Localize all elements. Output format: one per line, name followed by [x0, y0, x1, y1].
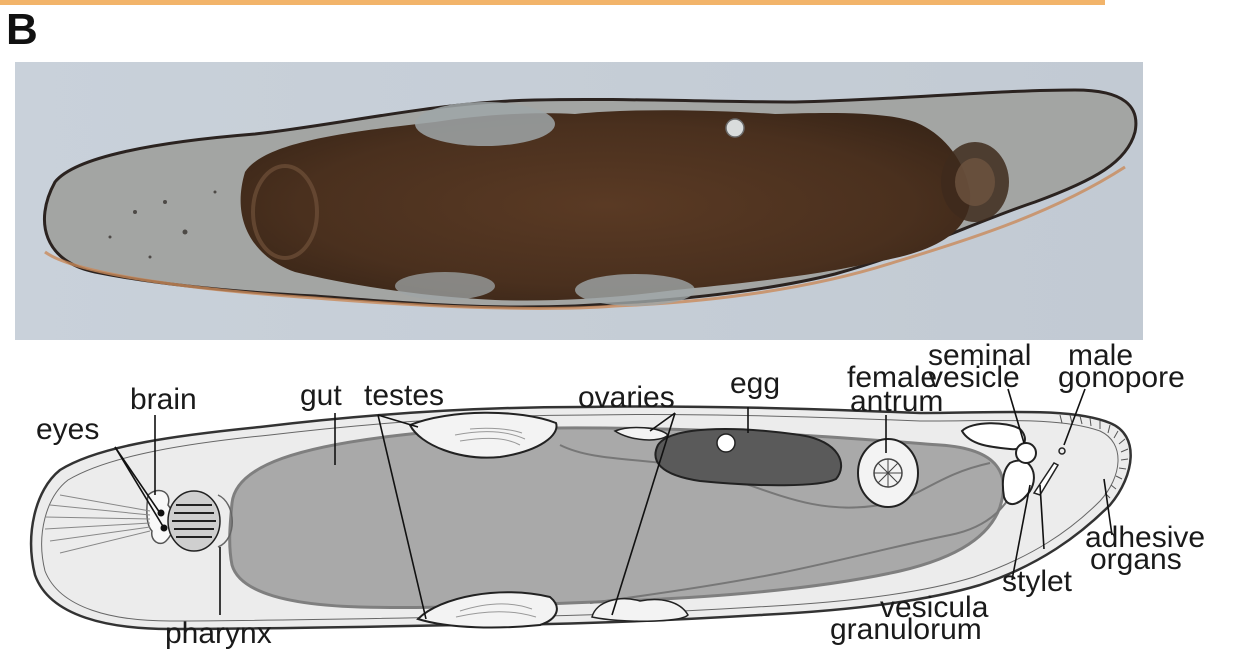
label-adhesive-organs-2: organs	[1090, 543, 1182, 576]
worm-micrograph	[15, 62, 1143, 340]
label-stylet: stylet	[1002, 565, 1073, 598]
micrograph-testis-upper	[415, 102, 555, 146]
label-vesicula-granulorum-2: granulorum	[830, 613, 982, 646]
label-pharynx: pharynx	[165, 617, 272, 650]
accent-rule	[0, 0, 1105, 5]
label-eyes: eyes	[36, 413, 99, 446]
micrograph-pale-patch	[395, 272, 495, 300]
schematic-egg	[655, 429, 841, 485]
micrograph-testis-lower	[575, 274, 695, 306]
label-seminal-vesicle-2: vesicle	[928, 361, 1020, 394]
label-male-gonopore-2: gonopore	[1058, 361, 1185, 394]
label-ovaries: ovaries	[578, 381, 675, 414]
label-gut: gut	[300, 379, 342, 412]
label-testes: testes	[364, 379, 444, 412]
worm-schematic: eyes brain gut testes ovaries egg female…	[0, 335, 1234, 650]
label-brain: brain	[130, 383, 197, 416]
label-egg: egg	[730, 367, 780, 400]
panel-letter: B	[6, 8, 38, 52]
micrograph-egg	[726, 119, 744, 137]
schematic-egg-nucleus	[717, 434, 735, 452]
